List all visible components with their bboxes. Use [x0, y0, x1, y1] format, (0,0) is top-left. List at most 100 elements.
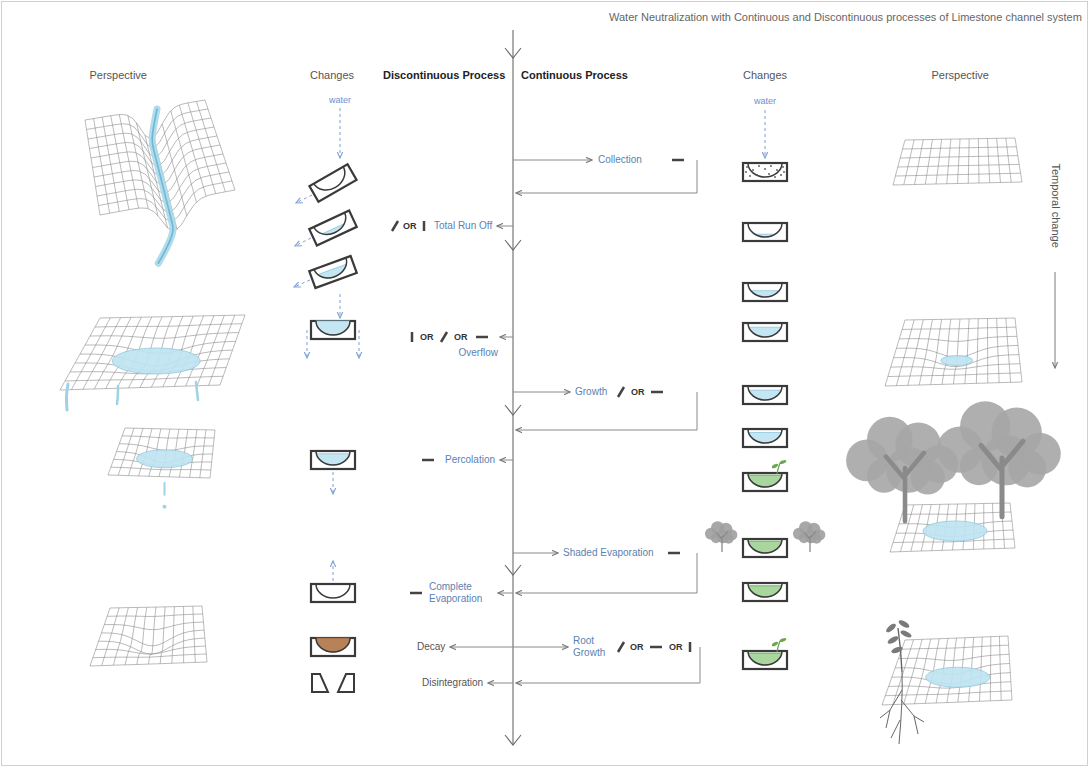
- channel-section: [311, 584, 355, 602]
- tree: [960, 448, 998, 486]
- terrain-grid: [85, 100, 205, 139]
- channel-section: [748, 429, 782, 443]
- water-flow-arrow: [765, 110, 766, 158]
- terrain-grid: [200, 430, 206, 478]
- terrain-grid: [1006, 138, 1011, 182]
- water-drip: [66, 384, 68, 410]
- channel-section: [743, 473, 787, 491]
- sprout: [771, 459, 787, 474]
- terrain-grid: [895, 173, 1020, 176]
- diagram-title: Water Neutralization with Continuous and…: [609, 11, 1082, 24]
- channel-section: [764, 168, 766, 170]
- terrain-grid: [137, 607, 147, 664]
- terrain-grid: [885, 691, 1011, 696]
- channel-section: [309, 164, 356, 202]
- state-symbol: [618, 387, 624, 397]
- terrain-grid: [999, 636, 1001, 700]
- terrain-grid: [1006, 318, 1011, 382]
- terrain-grid: [997, 318, 1000, 382]
- channel-section: [311, 321, 355, 339]
- channel-section: [743, 583, 787, 601]
- channel-section: [743, 283, 787, 301]
- water-drop: [163, 505, 167, 509]
- terrain-grid: [110, 606, 202, 608]
- rooted-plant: [885, 622, 898, 634]
- water-flow-arrow: [340, 108, 341, 158]
- terrain-grid: [90, 662, 207, 666]
- terrain-grid: [902, 512, 1011, 514]
- state-symbol: [672, 159, 684, 162]
- state-symbol: [651, 391, 663, 394]
- channel-section: [318, 264, 349, 282]
- channel-section: [749, 327, 781, 337]
- terrain-grid: [122, 436, 214, 438]
- terrain-grid: [894, 355, 1019, 367]
- channel-section: [314, 167, 350, 196]
- process-arrow: [497, 226, 513, 227]
- time-spine: [505, 405, 521, 415]
- terrain-grid: [220, 315, 245, 385]
- channel-section: [743, 163, 787, 181]
- state-symbol: [668, 552, 680, 555]
- terrain-grid: [993, 503, 995, 548]
- process-label: Root Growth: [573, 635, 615, 659]
- channel-section: [748, 223, 782, 237]
- terrain-grid: [968, 139, 970, 183]
- channel-section: [316, 451, 350, 465]
- state-symbol: [411, 332, 414, 342]
- terrain-grid: [893, 138, 1022, 185]
- rooted-plant: [887, 635, 900, 646]
- terrain-grid: [1010, 503, 1015, 548]
- terrain-grid: [900, 505, 913, 552]
- column-header: Continuous Process: [521, 69, 628, 82]
- channel-section: [748, 386, 782, 400]
- or-label: OR: [630, 642, 644, 653]
- process-arrow: [513, 647, 568, 648]
- terrain-grid: [190, 430, 197, 478]
- tree: [711, 533, 721, 543]
- channel-section: [752, 169, 754, 171]
- terrain-grid: [71, 318, 110, 390]
- process-arrow: [450, 160, 700, 683]
- terrain-grid: [925, 140, 932, 185]
- terrain-grid: [905, 318, 1015, 320]
- channel-section: [746, 166, 748, 168]
- process-label: Total Run Off: [434, 220, 492, 232]
- terrain-grid: [193, 606, 196, 662]
- terrain-grid: [87, 109, 209, 148]
- terrain-grid: [885, 318, 1022, 386]
- terrain-grid: [893, 182, 1022, 185]
- channel-section: [743, 539, 787, 557]
- state-symbol: [650, 646, 662, 649]
- channel-section: [311, 321, 355, 339]
- channel-section: [316, 454, 349, 465]
- process-arrow: [498, 593, 513, 594]
- water-flow-arrow: [294, 108, 765, 581]
- sprout: [771, 637, 787, 652]
- column-header: Discontinuous Process: [383, 69, 505, 82]
- terrain-grid: [125, 428, 215, 430]
- terrain-grid: [902, 327, 1016, 329]
- terrain-grid: [902, 645, 1009, 649]
- process-arrow: [513, 392, 570, 393]
- pond: [923, 521, 987, 541]
- water-label: water: [329, 95, 351, 106]
- terrain-grid: [890, 548, 1015, 552]
- channel-section: [748, 475, 782, 487]
- tree: [867, 459, 901, 493]
- terrain-grid: [160, 607, 165, 664]
- channel-section: [743, 651, 787, 669]
- process-arrow: [488, 683, 513, 684]
- channel-section: [311, 584, 355, 602]
- terrain-grid: [93, 654, 206, 658]
- process-arrow: [513, 553, 558, 554]
- channel-section: [770, 165, 772, 167]
- channel-section: [743, 473, 787, 491]
- terrain-grid: [90, 606, 207, 666]
- channel-section: [743, 323, 787, 341]
- time-arrow: [1055, 272, 1056, 368]
